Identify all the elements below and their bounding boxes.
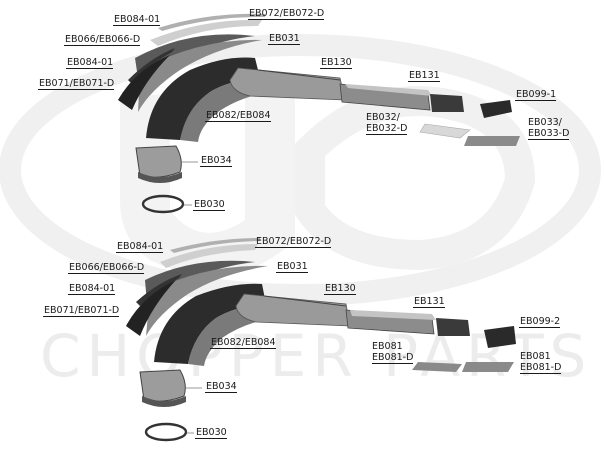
upper-eb130-part bbox=[229, 67, 346, 101]
lower-label-eb131: EB131 bbox=[413, 296, 445, 308]
upper-tail-block bbox=[430, 94, 464, 112]
upper-label-eb030: EB030 bbox=[193, 199, 225, 211]
upper-label-eb031: EB031 bbox=[268, 33, 300, 45]
lower-eb081-left-part bbox=[412, 362, 462, 372]
lower-eb099-part bbox=[484, 326, 516, 348]
lower-label-eb082: EB082/EB084 bbox=[210, 337, 276, 349]
lower-label-eb081-right-line2: EB081-D bbox=[520, 362, 562, 374]
upper-label-eb072: EB072/EB072-D bbox=[248, 8, 325, 20]
upper-label-eb099: EB099-1 bbox=[515, 89, 557, 101]
upper-eb131-top bbox=[345, 84, 432, 96]
upper-label-eb033-line2: EB033-D bbox=[528, 128, 570, 140]
upper-eb031-part bbox=[138, 39, 262, 112]
lower-label-eb071: EB071/EB071-D bbox=[43, 305, 120, 317]
lower-label-eb030: EB030 bbox=[195, 427, 227, 439]
upper-label-eb032-line1: EB032/ bbox=[366, 112, 400, 123]
lower-label-eb130: EB130 bbox=[324, 283, 356, 295]
lower-eb031-part bbox=[146, 265, 268, 336]
lower-tail-block bbox=[436, 318, 470, 336]
lower-label-eb072: EB072/EB072-D bbox=[255, 236, 332, 248]
upper-label-eb034: EB034 bbox=[200, 155, 232, 167]
upper-eb033-part bbox=[464, 136, 520, 146]
lower-eb130-part bbox=[235, 293, 351, 327]
upper-eb034-rim bbox=[138, 172, 182, 183]
lower-eb130-detail bbox=[263, 295, 347, 307]
lower-eb030-part bbox=[144, 422, 188, 442]
watermark-ellipse bbox=[0, 34, 601, 306]
upper-eb030-part bbox=[141, 194, 185, 214]
upper-eb066-part bbox=[135, 34, 255, 92]
lower-eb034-rim bbox=[142, 396, 186, 407]
lower-label-eb081-right: EB081 EB081-D bbox=[520, 351, 562, 374]
upper-eb071-part bbox=[118, 55, 170, 110]
lower-label-eb081-left-line1: EB081 bbox=[372, 341, 403, 352]
lower-label-eb031: EB031 bbox=[276, 261, 308, 273]
upper-label-eb033-line1: EB033/ bbox=[528, 117, 562, 128]
lower-eb131-top bbox=[350, 310, 436, 320]
upper-label-eb032-line2: EB032-D bbox=[366, 123, 408, 135]
upper-label-eb084-01-top: EB084-01 bbox=[113, 14, 161, 26]
lower-eb072-part bbox=[160, 244, 258, 268]
upper-label-eb082: EB082/EB084 bbox=[205, 110, 271, 122]
lower-eb071-part bbox=[126, 280, 176, 336]
upper-label-eb084-01-mid: EB084-01 bbox=[66, 57, 114, 69]
upper-eb032-part bbox=[419, 123, 471, 139]
lower-label-eb081-right-line1: EB081 bbox=[520, 351, 551, 362]
lower-label-eb034: EB034 bbox=[205, 381, 237, 393]
lower-eb034-part bbox=[139, 369, 186, 402]
upper-eb099-part bbox=[480, 100, 512, 118]
upper-label-eb130: EB130 bbox=[320, 57, 352, 69]
upper-label-eb033: EB033/ EB033-D bbox=[528, 117, 570, 140]
lower-label-eb084-01-mid: EB084-01 bbox=[68, 283, 116, 295]
upper-eb072-part bbox=[150, 19, 262, 46]
lower-label-eb066: EB066/EB066-D bbox=[68, 262, 145, 274]
watermark-letter-shape bbox=[120, 95, 295, 276]
lower-eb066-part bbox=[145, 260, 255, 316]
lower-eb084-01-top-part bbox=[170, 238, 260, 253]
upper-eb130-detail bbox=[257, 69, 341, 81]
lower-label-eb099: EB099-2 bbox=[519, 316, 561, 328]
upper-label-eb066: EB066/EB066-D bbox=[64, 34, 141, 46]
lower-eb081-right-part bbox=[462, 362, 514, 372]
lower-label-eb084-01-top: EB084-01 bbox=[116, 241, 164, 253]
upper-label-eb071: EB071/EB071-D bbox=[38, 78, 115, 90]
upper-eb084-01-top-part bbox=[158, 13, 265, 31]
lower-label-eb081-left: EB081 EB081-D bbox=[372, 341, 414, 364]
upper-label-eb032: EB032/ EB032-D bbox=[366, 112, 408, 135]
upper-label-eb131: EB131 bbox=[408, 70, 440, 82]
lower-label-eb081-left-line2: EB081-D bbox=[372, 352, 414, 364]
